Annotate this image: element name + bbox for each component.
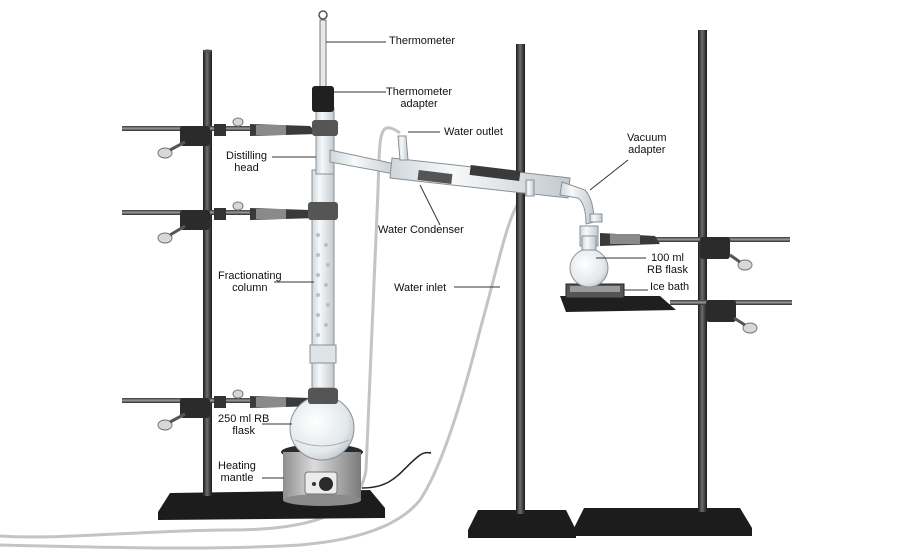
label-rb-flask-100-line2: RB flask bbox=[647, 264, 688, 276]
stand-rod-left bbox=[203, 50, 212, 496]
label-water-inlet-text: Water inlet bbox=[394, 282, 446, 294]
label-rb-flask-250: 250 ml RB flask bbox=[218, 413, 269, 437]
label-fractionating-column: Fractionating column bbox=[218, 270, 282, 294]
distilling-head bbox=[312, 108, 400, 175]
control-knob-icon bbox=[319, 477, 333, 491]
label-distilling-head-line2: head bbox=[226, 162, 267, 174]
stand-rod-middle bbox=[516, 44, 525, 514]
stand-rod-right bbox=[698, 30, 707, 512]
label-heating-mantle-line2: mantle bbox=[218, 472, 256, 484]
label-rb-flask-100: 100 ml RB flask bbox=[647, 252, 688, 276]
label-rb-flask-250-line1: 250 ml RB bbox=[218, 413, 269, 425]
clamp-left-middle bbox=[122, 202, 318, 243]
label-vacuum-adapter: Vacuum adapter bbox=[627, 132, 667, 156]
label-heating-mantle: Heating mantle bbox=[218, 460, 256, 484]
label-thermometer-adapter-line2: adapter bbox=[386, 98, 452, 110]
label-water-inlet: Water inlet bbox=[394, 282, 446, 294]
label-thermometer-text: Thermometer bbox=[389, 35, 455, 47]
stand-base-middle bbox=[468, 510, 576, 538]
tubing bbox=[0, 128, 532, 548]
label-water-condenser-text: Water Condenser bbox=[378, 224, 464, 236]
label-ice-bath-text: Ice bath bbox=[650, 281, 689, 293]
ring-stand-middle bbox=[468, 44, 576, 538]
label-rb-flask-250-line2: flask bbox=[218, 425, 269, 437]
water-condenser bbox=[390, 136, 570, 198]
label-water-outlet-text: Water outlet bbox=[444, 126, 503, 138]
clamp-right-upper bbox=[600, 233, 790, 270]
label-water-condenser: Water Condenser bbox=[378, 224, 464, 236]
stand-base-right bbox=[574, 508, 752, 536]
thermometer bbox=[312, 11, 334, 112]
label-thermometer-adapter-line1: Thermometer bbox=[386, 86, 452, 98]
label-fractionating-column-line2: column bbox=[218, 282, 282, 294]
label-rb-flask-100-line1: 100 ml bbox=[647, 252, 688, 264]
label-water-outlet: Water outlet bbox=[444, 126, 503, 138]
label-distilling-head: Distilling head bbox=[226, 150, 267, 174]
label-thermometer-adapter: Thermometer adapter bbox=[386, 86, 452, 110]
label-distilling-head-line1: Distilling bbox=[226, 150, 267, 162]
label-heating-mantle-line1: Heating bbox=[218, 460, 256, 472]
label-ice-bath: Ice bath bbox=[650, 281, 689, 293]
label-thermometer: Thermometer bbox=[389, 35, 455, 47]
clamp-right-lower bbox=[670, 300, 792, 333]
label-vacuum-adapter-line2: adapter bbox=[627, 144, 667, 156]
label-fractionating-column-line1: Fractionating bbox=[218, 270, 282, 282]
fractionating-column bbox=[308, 170, 338, 404]
mantle-power-cord bbox=[362, 452, 431, 488]
label-vacuum-adapter-line1: Vacuum bbox=[627, 132, 667, 144]
clamp-left-top bbox=[122, 118, 318, 158]
